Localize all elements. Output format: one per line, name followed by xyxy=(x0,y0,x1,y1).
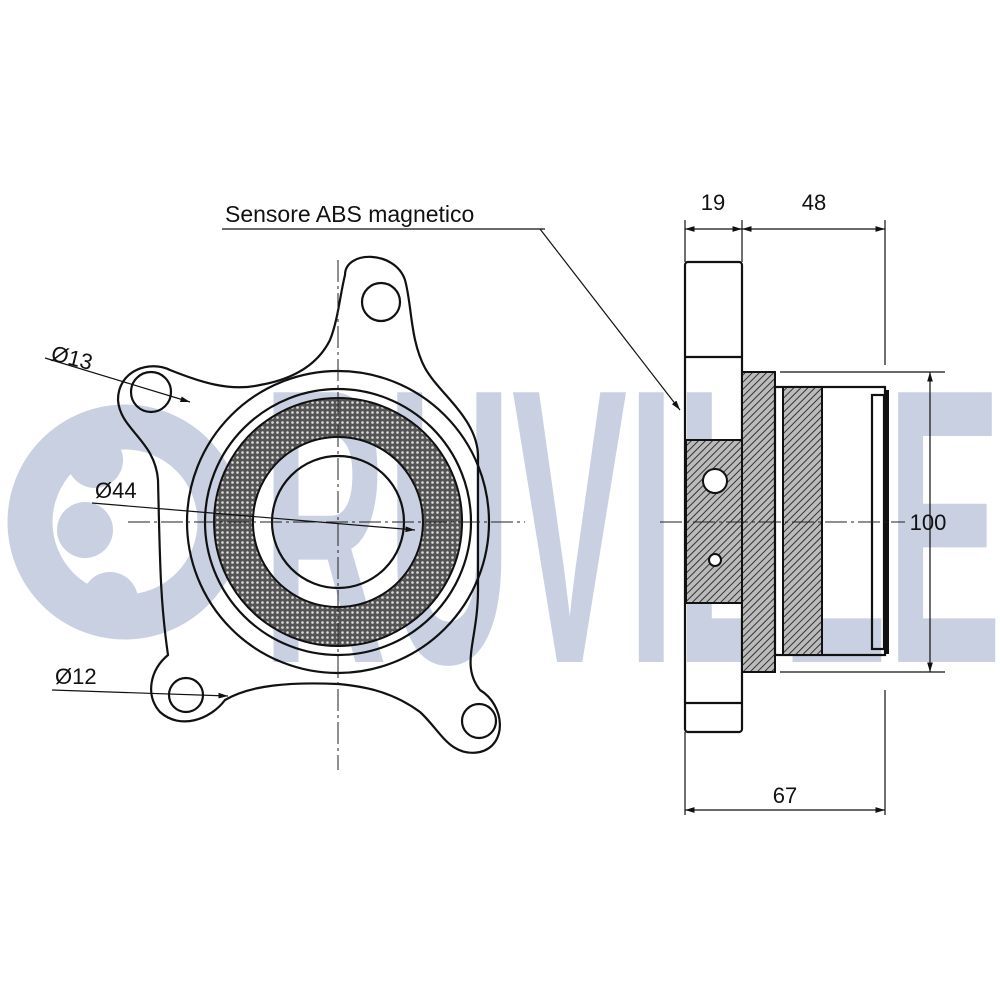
dim-44-label: Ø44 xyxy=(95,478,137,503)
seal-ring xyxy=(213,397,464,647)
small-hole xyxy=(708,553,722,567)
dim-67-label: 67 xyxy=(773,783,797,808)
bolt-hole-bottom-right xyxy=(460,702,498,740)
sensor-hole xyxy=(702,468,728,494)
dim-12-leader xyxy=(51,689,229,699)
front-view: Ø13 Ø44 Ø12 xyxy=(44,255,525,770)
bolt-hole-top xyxy=(360,281,402,323)
flange-outline xyxy=(116,255,501,754)
watermark-ball-icon xyxy=(57,502,113,558)
sensor-label: Sensore ABS magnetico xyxy=(225,201,474,227)
watermark-ball-icon xyxy=(82,572,138,628)
sensor-leader xyxy=(539,228,681,411)
bearing-section xyxy=(782,386,823,656)
dim-12-label: Ø12 xyxy=(55,664,97,689)
side-view: 19 48 67 100 xyxy=(660,190,946,815)
dim-13-label: Ø13 xyxy=(49,341,95,375)
watermark-ball-icon xyxy=(67,432,123,488)
dim-48-label: 48 xyxy=(802,190,826,215)
bolt-hole-left xyxy=(129,370,173,414)
dim-44-leader xyxy=(91,502,416,533)
dim-100-label: 100 xyxy=(910,510,947,535)
dim-13-leader xyxy=(44,357,191,403)
dim-19-label: 19 xyxy=(701,190,725,215)
